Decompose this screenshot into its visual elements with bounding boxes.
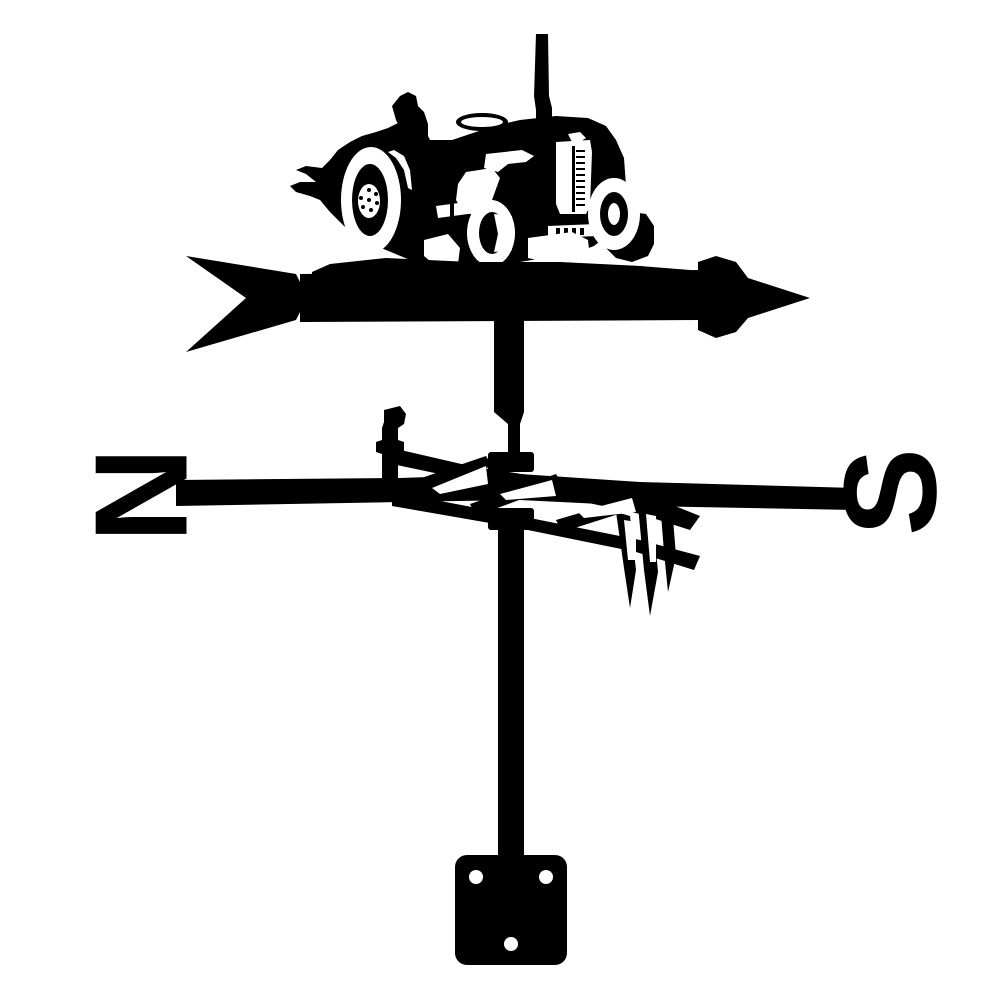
south-letter: S — [817, 448, 964, 536]
front-wheel-hub — [608, 203, 620, 225]
plough-void-3 — [578, 498, 636, 518]
plough-ornament — [376, 406, 700, 616]
arrow-head — [698, 256, 810, 338]
mid-wheel-notch — [494, 214, 512, 252]
plough-void-1 — [432, 466, 488, 494]
plough-void-4 — [624, 520, 636, 560]
collar-lower — [488, 508, 534, 530]
steering-wheel-hole — [461, 117, 503, 127]
north-letter: N — [68, 447, 215, 542]
bonnet-cap — [568, 132, 586, 142]
mounting-hole-bottom — [504, 937, 518, 951]
upper-mast — [494, 318, 524, 452]
lower-mast — [498, 528, 524, 856]
plough-void-5 — [646, 514, 656, 562]
plough-handle — [376, 406, 406, 490]
engine-side-panel — [484, 150, 534, 172]
mast-collars — [488, 452, 534, 530]
tractor-finial — [290, 34, 654, 268]
plough-blade-3 — [660, 502, 676, 592]
plough-lower-rail — [392, 492, 700, 570]
arrow-shaft — [300, 270, 700, 322]
arrow-shaft-top-fairing — [312, 258, 690, 282]
plough-brace-left — [398, 456, 492, 498]
mounting-plate — [455, 855, 567, 965]
grille-slats — [572, 146, 585, 212]
mounting-plate-body — [455, 855, 567, 965]
under-body-gap-left — [424, 234, 460, 266]
step-divider — [450, 203, 454, 217]
seat-gap — [456, 168, 500, 214]
direction-arrow — [186, 256, 810, 352]
under-body-gap-right — [528, 232, 590, 264]
rear-wheel-hub-bolts — [359, 188, 379, 212]
arrow-fletching — [186, 256, 300, 352]
driver-figure — [392, 92, 428, 142]
south-letter-glyph: S — [817, 448, 964, 536]
collar-upper — [488, 452, 534, 472]
front-axle-bolts — [556, 228, 584, 235]
mounting-hole-top-right — [539, 870, 553, 884]
north-letter-glyph: N — [68, 447, 215, 542]
mounting-hole-top-left — [469, 870, 483, 884]
plough-void-2 — [500, 480, 556, 500]
rear-fender-gap — [388, 150, 412, 190]
